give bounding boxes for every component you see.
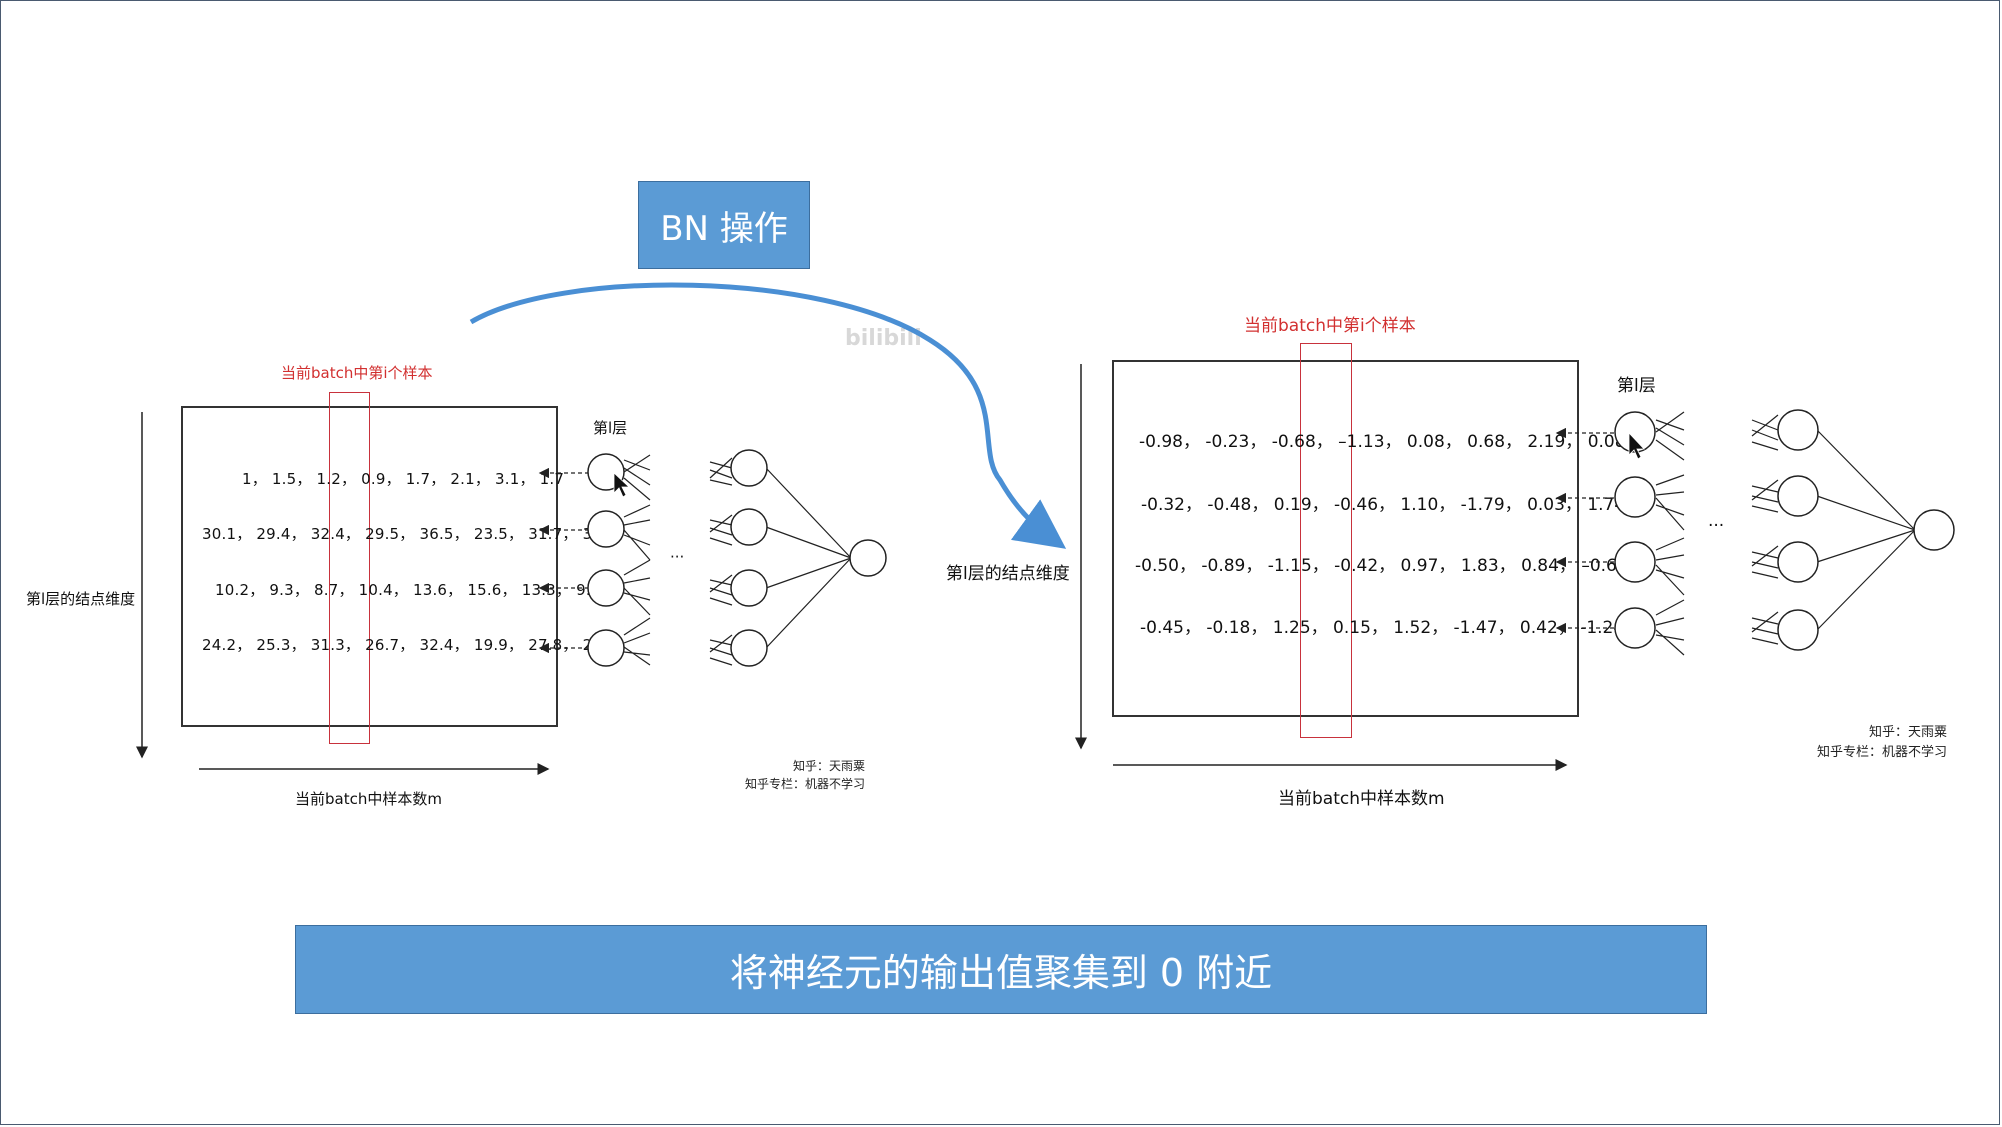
right-ellipsis: ··· [1708,516,1725,536]
left-credit: 知乎：天雨粟 知乎专栏：机器不学习 [745,757,865,793]
caption-banner: 将神经元的输出值聚集到 0 附近 [295,925,1707,1014]
right-layer-label: 第l层 [1617,376,1656,396]
right-credit-line2: 知乎专栏：机器不学习 [1817,745,1948,760]
right-neuron-3 [1614,541,1656,583]
left-next-neuron-4 [730,629,768,667]
right-row-3: -0.50， -0.89， -1.15， -0.42， 0.97， 1.83， … [1135,556,1628,576]
right-y-axis-label: 第l层的结点维度 [946,564,1070,584]
left-ellipsis: ··· [670,548,685,566]
right-output-neuron [1913,509,1955,551]
bn-transform-arrow [469,282,1067,549]
right-credit: 知乎：天雨粟 知乎专栏：机器不学习 [1817,723,1947,763]
left-credit-line2: 知乎专栏：机器不学习 [745,777,866,791]
left-y-axis-label: 第l层的结点维度 [26,590,136,608]
right-next-neuron-1 [1777,409,1819,451]
right-next-neuron-3 [1777,541,1819,583]
mouse-cursor-icon [1628,431,1645,460]
right-neuron-2 [1614,476,1656,518]
right-credit-line1: 知乎：天雨粟 [1869,725,1948,740]
left-next-neuron-1 [730,449,768,487]
right-matrix-box [1112,360,1579,717]
right-next-neuron-4 [1777,609,1819,651]
right-x-axis-label: 当前batch中样本数m [1278,789,1445,809]
right-row-2: -0.32， -0.48， 0.19， -0.46， 1.10， -1.79， … [1141,495,1626,515]
left-layer-l-connections [623,454,651,666]
right-row-1: -0.98， -0.23， -0.68， –1.13， 0.08， 0.68， … [1139,432,1626,452]
right-row-4: -0.45， -0.18， 1.25， 0.15， 1.52， -1.47， 0… [1140,618,1625,638]
right-layer-l-connections [1655,411,1685,656]
left-next-neuron-3 [730,569,768,607]
right-neuron-4 [1614,607,1656,649]
left-next-neuron-2 [730,508,768,546]
left-output-neuron [849,539,887,577]
left-sample-label: 当前batch中第i个样本 [281,364,433,382]
left-neuron-4 [587,629,625,667]
left-row-3: 10.2， 9.3， 8.7， 10.4， 13.6， 15.6， 13.3， … [215,581,601,599]
right-next-layer-connections [1751,414,1916,645]
left-x-axis-label: 当前batch中样本数m [295,790,442,808]
left-layer-label: 第l层 [593,419,628,437]
left-row-4: 24.2， 25.3， 31.3， 26.7， 32.4， 19.9， 27.8… [202,636,617,654]
bn-operation-label: BN 操作 [638,181,810,269]
left-neuron-2 [587,510,625,548]
right-next-neuron-2 [1777,475,1819,517]
left-sample-column [329,392,370,744]
left-credit-line1: 知乎：天雨粟 [793,759,866,773]
mouse-cursor-icon [613,472,631,498]
left-row-2: 30.1， 29.4， 32.4， 29.5， 36.5， 23.5， 31.7… [202,525,617,543]
left-row-1: 1， 1.5， 1.2， 0.9， 1.7， 2.1， 3.1， 1.7 [242,470,565,488]
left-next-layer-connections [709,457,852,666]
right-sample-column [1300,343,1352,738]
left-neuron-3 [587,569,625,607]
right-sample-label: 当前batch中第i个样本 [1244,316,1416,336]
